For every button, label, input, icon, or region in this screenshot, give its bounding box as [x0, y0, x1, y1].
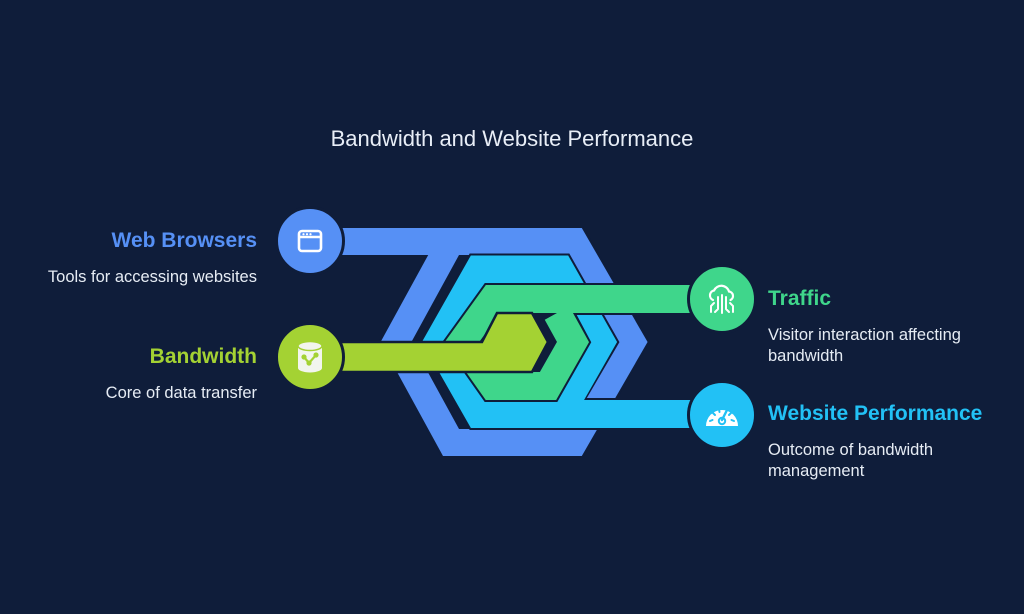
diagram-title: Bandwidth and Website Performance: [330, 126, 694, 151]
cloud-network-icon: [708, 284, 735, 314]
web-browsers-description: Tools for accessing websites: [47, 268, 257, 286]
traffic-label: Traffic Visitor interaction affecting ba…: [768, 287, 1018, 367]
web-browsers-title: Web Browsers: [111, 229, 258, 252]
bandwidth-title: Bandwidth: [149, 345, 257, 368]
browser-window-icon: [297, 229, 323, 253]
web-browsers-node: [275, 206, 345, 276]
web-browsers-label: Web Browsers Tools for accessing website…: [0, 229, 257, 288]
website-performance-description: Outcome of bandwidth management: [768, 441, 934, 480]
website-performance-node: [687, 380, 757, 450]
traffic-title: Traffic: [768, 287, 832, 310]
bandwidth-band: [308, 311, 550, 374]
bandwidth-label: Bandwidth Core of data transfer: [0, 345, 257, 404]
bandwidth-node: [275, 322, 345, 392]
website-performance-label: Website Performance Outcome of bandwidth…: [768, 402, 1018, 482]
traffic-node: [687, 264, 757, 334]
database-share-icon: [297, 340, 323, 373]
traffic-description: Visitor interaction affecting bandwidth: [768, 326, 961, 365]
website-performance-title: Website Performance: [768, 402, 983, 425]
website-performance-band: [419, 253, 720, 430]
speedometer-icon: [706, 408, 738, 426]
bandwidth-description: Core of data transfer: [105, 384, 257, 402]
